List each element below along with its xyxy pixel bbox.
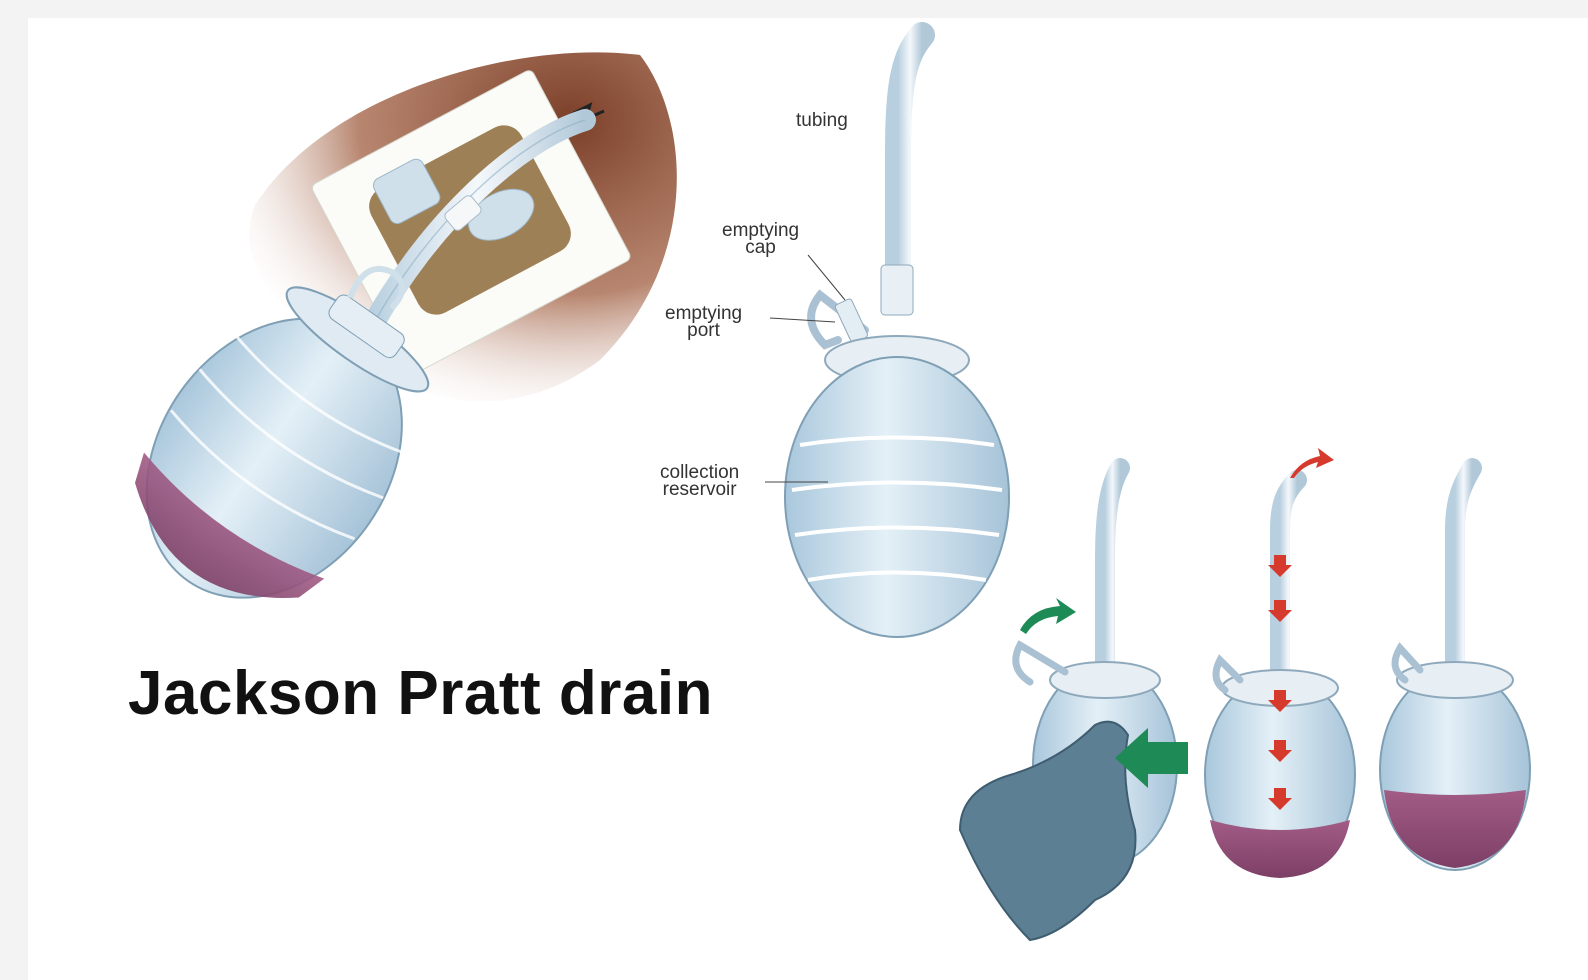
label-collection-reservoir: collection reservoir [660,464,739,498]
drain-on-patient [94,52,677,647]
label-emptying-port: emptying port [665,305,742,339]
leader-emptying-port [770,318,835,322]
collection-reservoir-shape [785,357,1009,637]
label-tubing: tubing [796,112,848,129]
red-curved-arrow-icon [1290,448,1334,478]
green-curved-arrow-icon [1020,598,1076,634]
label-emptying-cap: emptying cap [722,222,799,256]
tube-connector [881,265,913,315]
step-filled [1380,468,1530,870]
diagram-title: Jackson Pratt drain [128,658,713,729]
leader-emptying-cap [808,255,845,300]
step-collecting [1205,448,1355,878]
main-tubing [898,35,922,300]
